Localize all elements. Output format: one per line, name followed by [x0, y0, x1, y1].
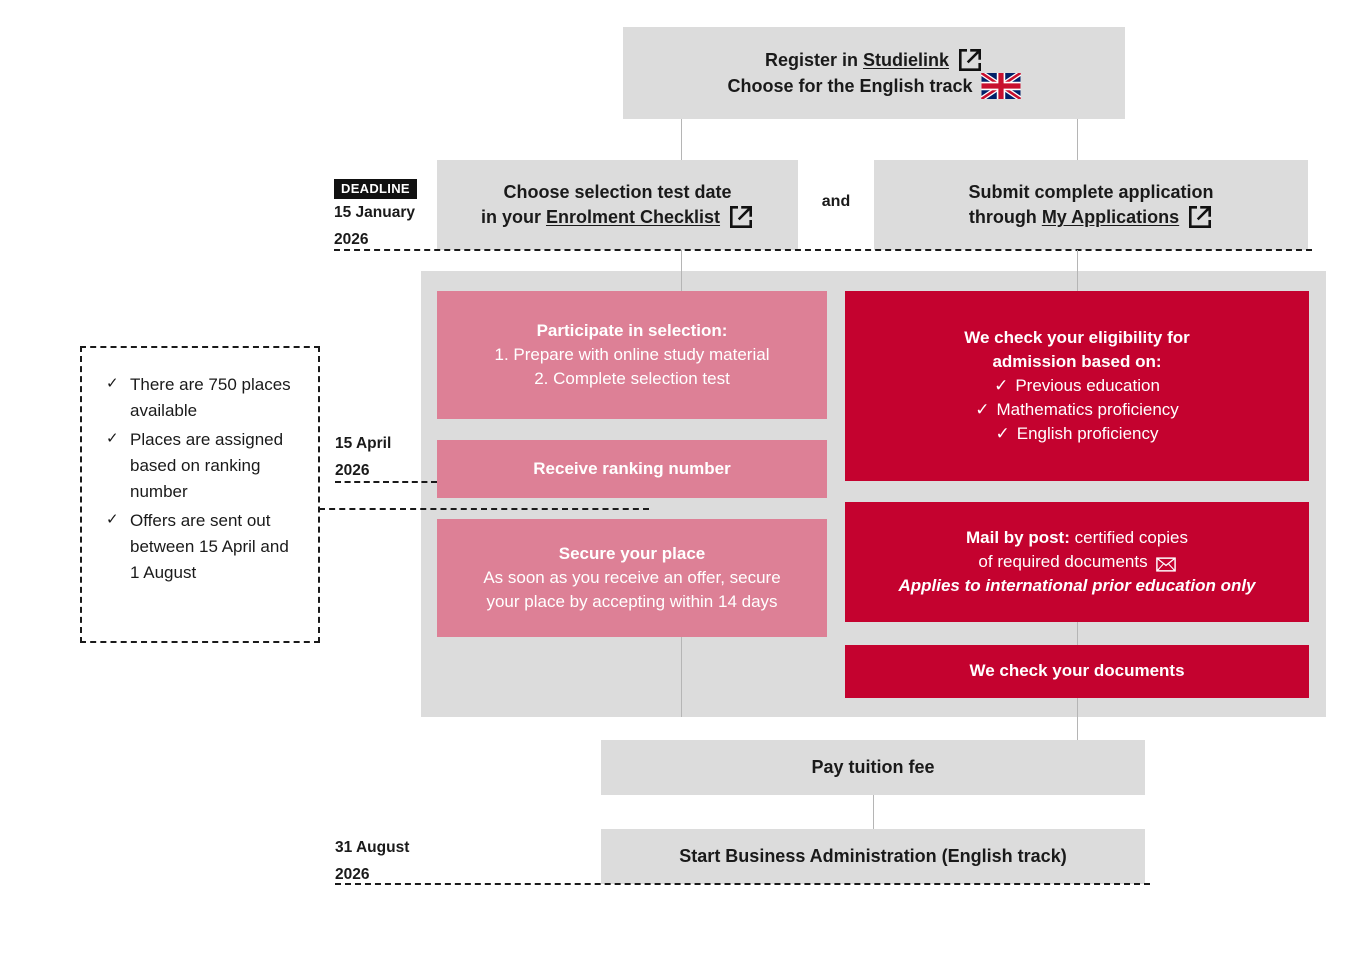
check-icon: ✓ — [995, 424, 1010, 444]
register-line1-text: Register in Studielink — [764, 49, 950, 70]
deadline-august-year: 2026 — [335, 866, 370, 884]
eligibility-check-2: ✓ Mathematics proficiency — [975, 398, 1179, 422]
start-programme-heading: Start Business Administration (English t… — [679, 846, 1067, 867]
deadline-august-date: 31 August — [335, 839, 410, 856]
selection-test-line2-text: in your Enrolment Checklist — [480, 206, 721, 227]
my-applications-link[interactable]: My Applications — [1041, 206, 1180, 227]
studielink-link[interactable]: Studielink — [863, 49, 950, 70]
ranking-heading: Receive ranking number — [533, 459, 731, 479]
check-icon: ✓ — [106, 375, 119, 392]
deadline-badge: DEADLINE — [334, 179, 417, 199]
selection-test-line-1: Choose selection test date — [503, 180, 731, 205]
step-pay-tuition-box: Pay tuition fee — [601, 740, 1145, 795]
eligibility-check-3: ✓ English proficiency — [996, 422, 1159, 446]
secure-line-1: As soon as you receive an offer, secure — [483, 568, 781, 588]
deadline-april-year: 2026 — [335, 462, 370, 480]
mail-line1-bold: Mail by post: — [965, 527, 1070, 547]
connector-tuition-to-start — [873, 795, 874, 829]
step-register-box: Register in Studielink Choose for the En… — [623, 27, 1125, 119]
register-line-1: Register in Studielink — [765, 47, 983, 73]
mail-line-1: Mail by post: certified copies — [966, 526, 1188, 550]
selection-test-line-2: in your Enrolment Checklist — [481, 204, 754, 230]
connector-documents-to-tuition — [1077, 698, 1078, 740]
connector-mail-to-check-documents — [1077, 622, 1078, 645]
submit-line-1: Submit complete application — [968, 180, 1213, 205]
eligibility-line-2: admission based on: — [992, 351, 1162, 371]
step-check-documents-box: We check your documents — [845, 645, 1309, 698]
deadline-january-year: 2026 — [334, 231, 369, 249]
step-start-programme-box: Start Business Administration (English t… — [601, 829, 1145, 884]
info-card-item-2-label: Offers are sent out between 15 April and… — [130, 510, 289, 583]
info-card-item: ✓ Offers are sent out between 15 April a… — [106, 508, 300, 587]
enrolment-checklist-link[interactable]: Enrolment Checklist — [545, 206, 721, 227]
mail-line-2: of required documents — [978, 550, 1176, 574]
step-secure-place-box: Secure your place As soon as you receive… — [437, 519, 827, 637]
connector-panel-left-spine — [681, 271, 682, 292]
mail-line1-rest: certified copies — [1069, 527, 1189, 547]
connector-register-to-submit — [1077, 119, 1078, 160]
check-icon: ✓ — [106, 510, 119, 528]
deadline-august-rule — [335, 883, 1150, 885]
check-documents-heading: We check your documents — [969, 661, 1185, 681]
deadline-april: 15 April 2026 — [335, 430, 435, 484]
eligibility-check-2-label: Mathematics proficiency — [996, 400, 1179, 420]
mail-line2-text: of required documents — [978, 551, 1148, 571]
pay-tuition-heading: Pay tuition fee — [811, 757, 935, 778]
envelope-icon — [1155, 555, 1176, 572]
submit-line2-text: through My Applications — [968, 206, 1180, 227]
deadline-august: 31 August 2026 — [335, 834, 455, 888]
submit-line1-text: Submit complete application — [968, 181, 1214, 202]
secure-line-2: your place by accepting within 14 days — [486, 591, 778, 611]
register-line-2: Choose for the English track — [727, 70, 1022, 102]
secure-heading: Secure your place — [558, 544, 706, 564]
step-participate-box: Participate in selection: 1. Prepare wit… — [437, 291, 827, 419]
step-eligibility-box: We check your eligibility for admission … — [845, 291, 1309, 481]
connector-participate-spine — [681, 637, 682, 717]
external-link-icon[interactable] — [1187, 204, 1213, 230]
info-card-connector-rule — [319, 508, 649, 510]
register-line2-text: Choose for the English track — [727, 75, 973, 96]
mail-line-3: Applies to international prior education… — [898, 576, 1256, 596]
connector-panel-right-spine — [1077, 271, 1078, 292]
info-card-item-1-label: Places are assigned based on ranking num… — [130, 429, 284, 502]
connector-register-to-test — [681, 119, 682, 160]
info-card: ✓ There are 750 places available ✓ Place… — [80, 346, 320, 643]
deadline-april-rule — [335, 481, 437, 483]
step-submit-application-box: Submit complete application through My A… — [874, 160, 1308, 250]
deadline-january-date: 15 January — [334, 204, 415, 221]
conjunction-and: and — [798, 193, 874, 211]
external-link-icon[interactable] — [728, 204, 754, 230]
step-mail-by-post-box: Mail by post: certified copies of requir… — [845, 502, 1309, 622]
eligibility-check-1-label: Previous education — [1015, 375, 1160, 395]
deadline-january-rule — [334, 249, 1312, 251]
eligibility-check-3-label: English proficiency — [1016, 424, 1159, 444]
info-card-item: ✓ Places are assigned based on ranking n… — [106, 427, 300, 506]
uk-flag-icon — [979, 70, 1022, 102]
eligibility-line-1: We check your eligibility for — [964, 327, 1190, 347]
conjunction-and-text: and — [821, 193, 851, 210]
participate-item-1: 1. Prepare with online study material — [494, 345, 770, 365]
external-link-icon[interactable] — [957, 47, 983, 73]
deadline-april-date: 15 April — [335, 435, 392, 452]
deadline-january: DEADLINE 15 January 2026 — [334, 179, 434, 253]
check-icon: ✓ — [994, 375, 1009, 395]
check-icon: ✓ — [975, 400, 990, 420]
selection-test-line1-text: Choose selection test date — [503, 181, 732, 202]
participate-heading: Participate in selection: — [536, 321, 728, 341]
info-card-item: ✓ There are 750 places available — [106, 372, 300, 425]
step-selection-test-box: Choose selection test date in your Enrol… — [437, 160, 798, 250]
eligibility-check-1: ✓ Previous education — [994, 374, 1160, 398]
info-card-list: ✓ There are 750 places available ✓ Place… — [106, 372, 300, 587]
info-card-item-0-label: There are 750 places available — [130, 375, 291, 421]
step-ranking-box: Receive ranking number — [437, 440, 827, 498]
submit-line-2: through My Applications — [969, 204, 1213, 230]
participate-item-2: 2. Complete selection test — [534, 368, 730, 388]
check-icon: ✓ — [106, 429, 119, 447]
